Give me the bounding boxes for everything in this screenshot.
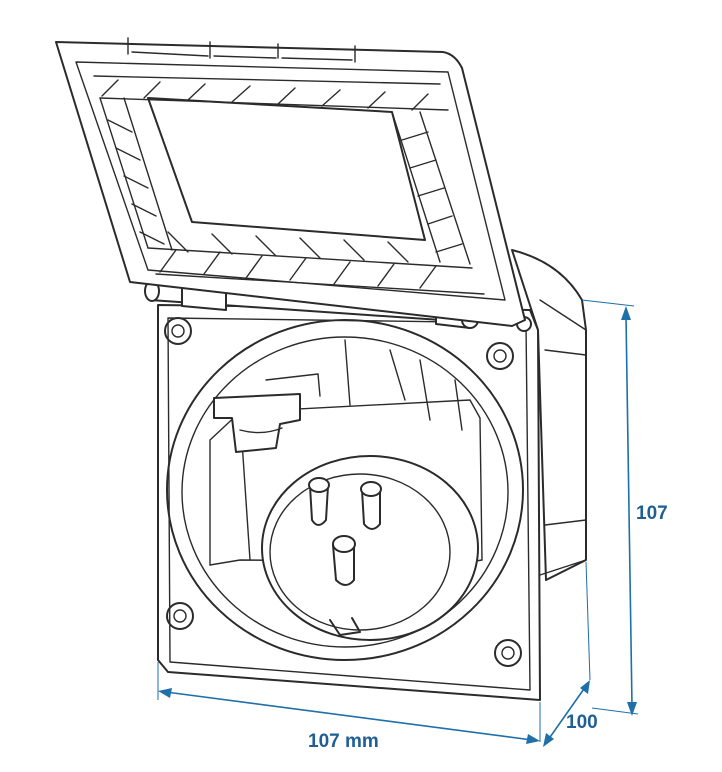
screw-hole-top-right xyxy=(486,342,514,370)
dimension-height xyxy=(581,299,639,716)
depth-dimension-label: 100 xyxy=(566,712,598,733)
lid-grille xyxy=(93,75,485,295)
dimension-width xyxy=(157,662,541,744)
screw-hole-top-left xyxy=(164,317,192,345)
height-dimension-label: 107 xyxy=(636,503,668,524)
hinged-lid xyxy=(55,37,526,327)
plug-insert xyxy=(261,455,479,641)
screw-hole-bottom-left xyxy=(166,602,194,630)
width-dimension-label: 107 mm xyxy=(308,731,379,752)
dimension-depth xyxy=(543,561,591,747)
screw-hole-bottom-right xyxy=(494,639,522,667)
latch-clip xyxy=(213,373,321,453)
housing-body xyxy=(511,249,587,581)
pin-upper-left xyxy=(308,477,330,526)
pin-upper-right xyxy=(360,481,382,530)
socket-recess xyxy=(166,319,524,661)
pin-earth xyxy=(332,535,356,586)
